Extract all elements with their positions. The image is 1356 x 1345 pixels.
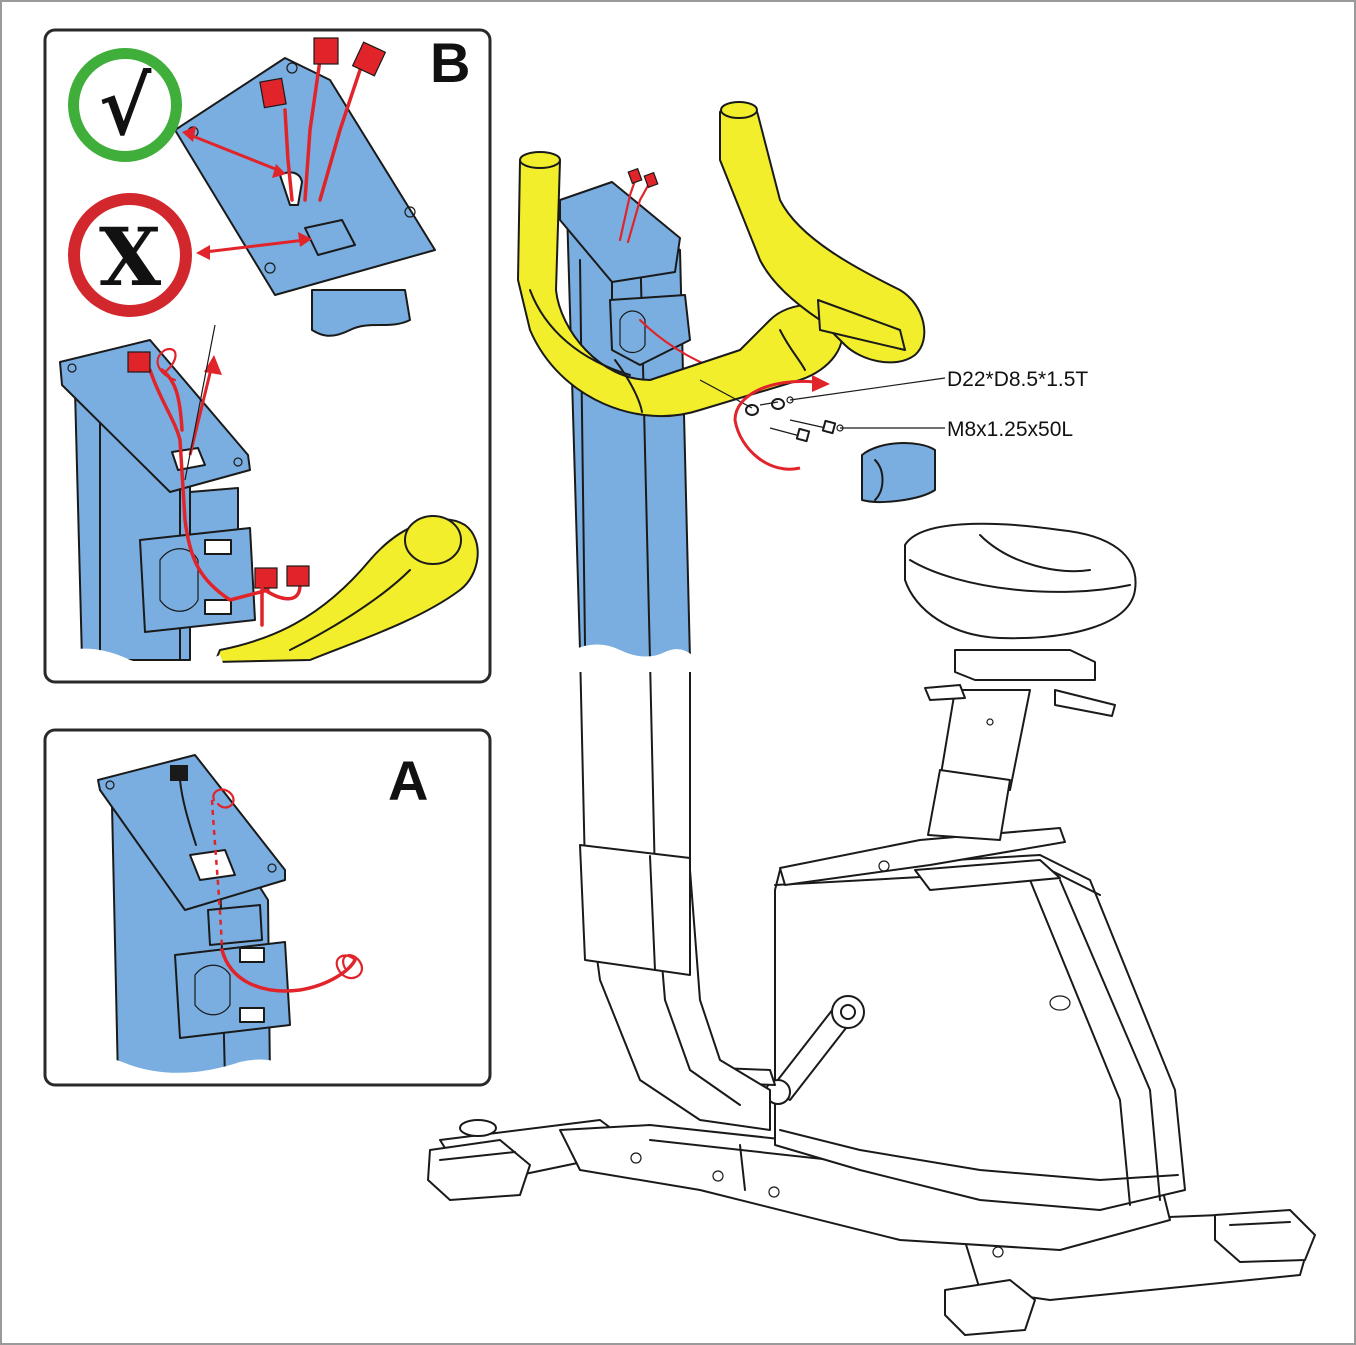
inset-b-label: B (430, 31, 470, 94)
inset-a-panel: A (43, 728, 492, 1087)
wrong-mark: X (99, 210, 161, 304)
washer-spec-label: D22*D8.5*1.5T (947, 368, 1088, 391)
bolt-spec-label: M8x1.25x50L (947, 418, 1073, 441)
correct-mark: √ (99, 59, 152, 153)
exercise-bike: D22*D8.5*1.5T M8x1.25x50L (427, 101, 1316, 1336)
handlebar (517, 101, 926, 418)
seat-assembly (904, 522, 1137, 841)
indicator-arrows (182, 126, 312, 260)
rotation-arrow-icon (733, 379, 816, 471)
inset-b-top-plate (174, 37, 436, 337)
check-mark-icon: √ (68, 48, 182, 162)
inset-b-lower-detail (59, 324, 479, 663)
upright-column (559, 167, 771, 1131)
inset-a-label: A (388, 749, 428, 812)
x-mark-icon: X (68, 193, 192, 317)
callout-leaders (786, 377, 946, 432)
inset-b-panel: √ X (43, 28, 492, 684)
handlebar-cover (861, 442, 936, 503)
mounting-hardware (699, 375, 936, 503)
flywheel-housing (774, 827, 1186, 1211)
